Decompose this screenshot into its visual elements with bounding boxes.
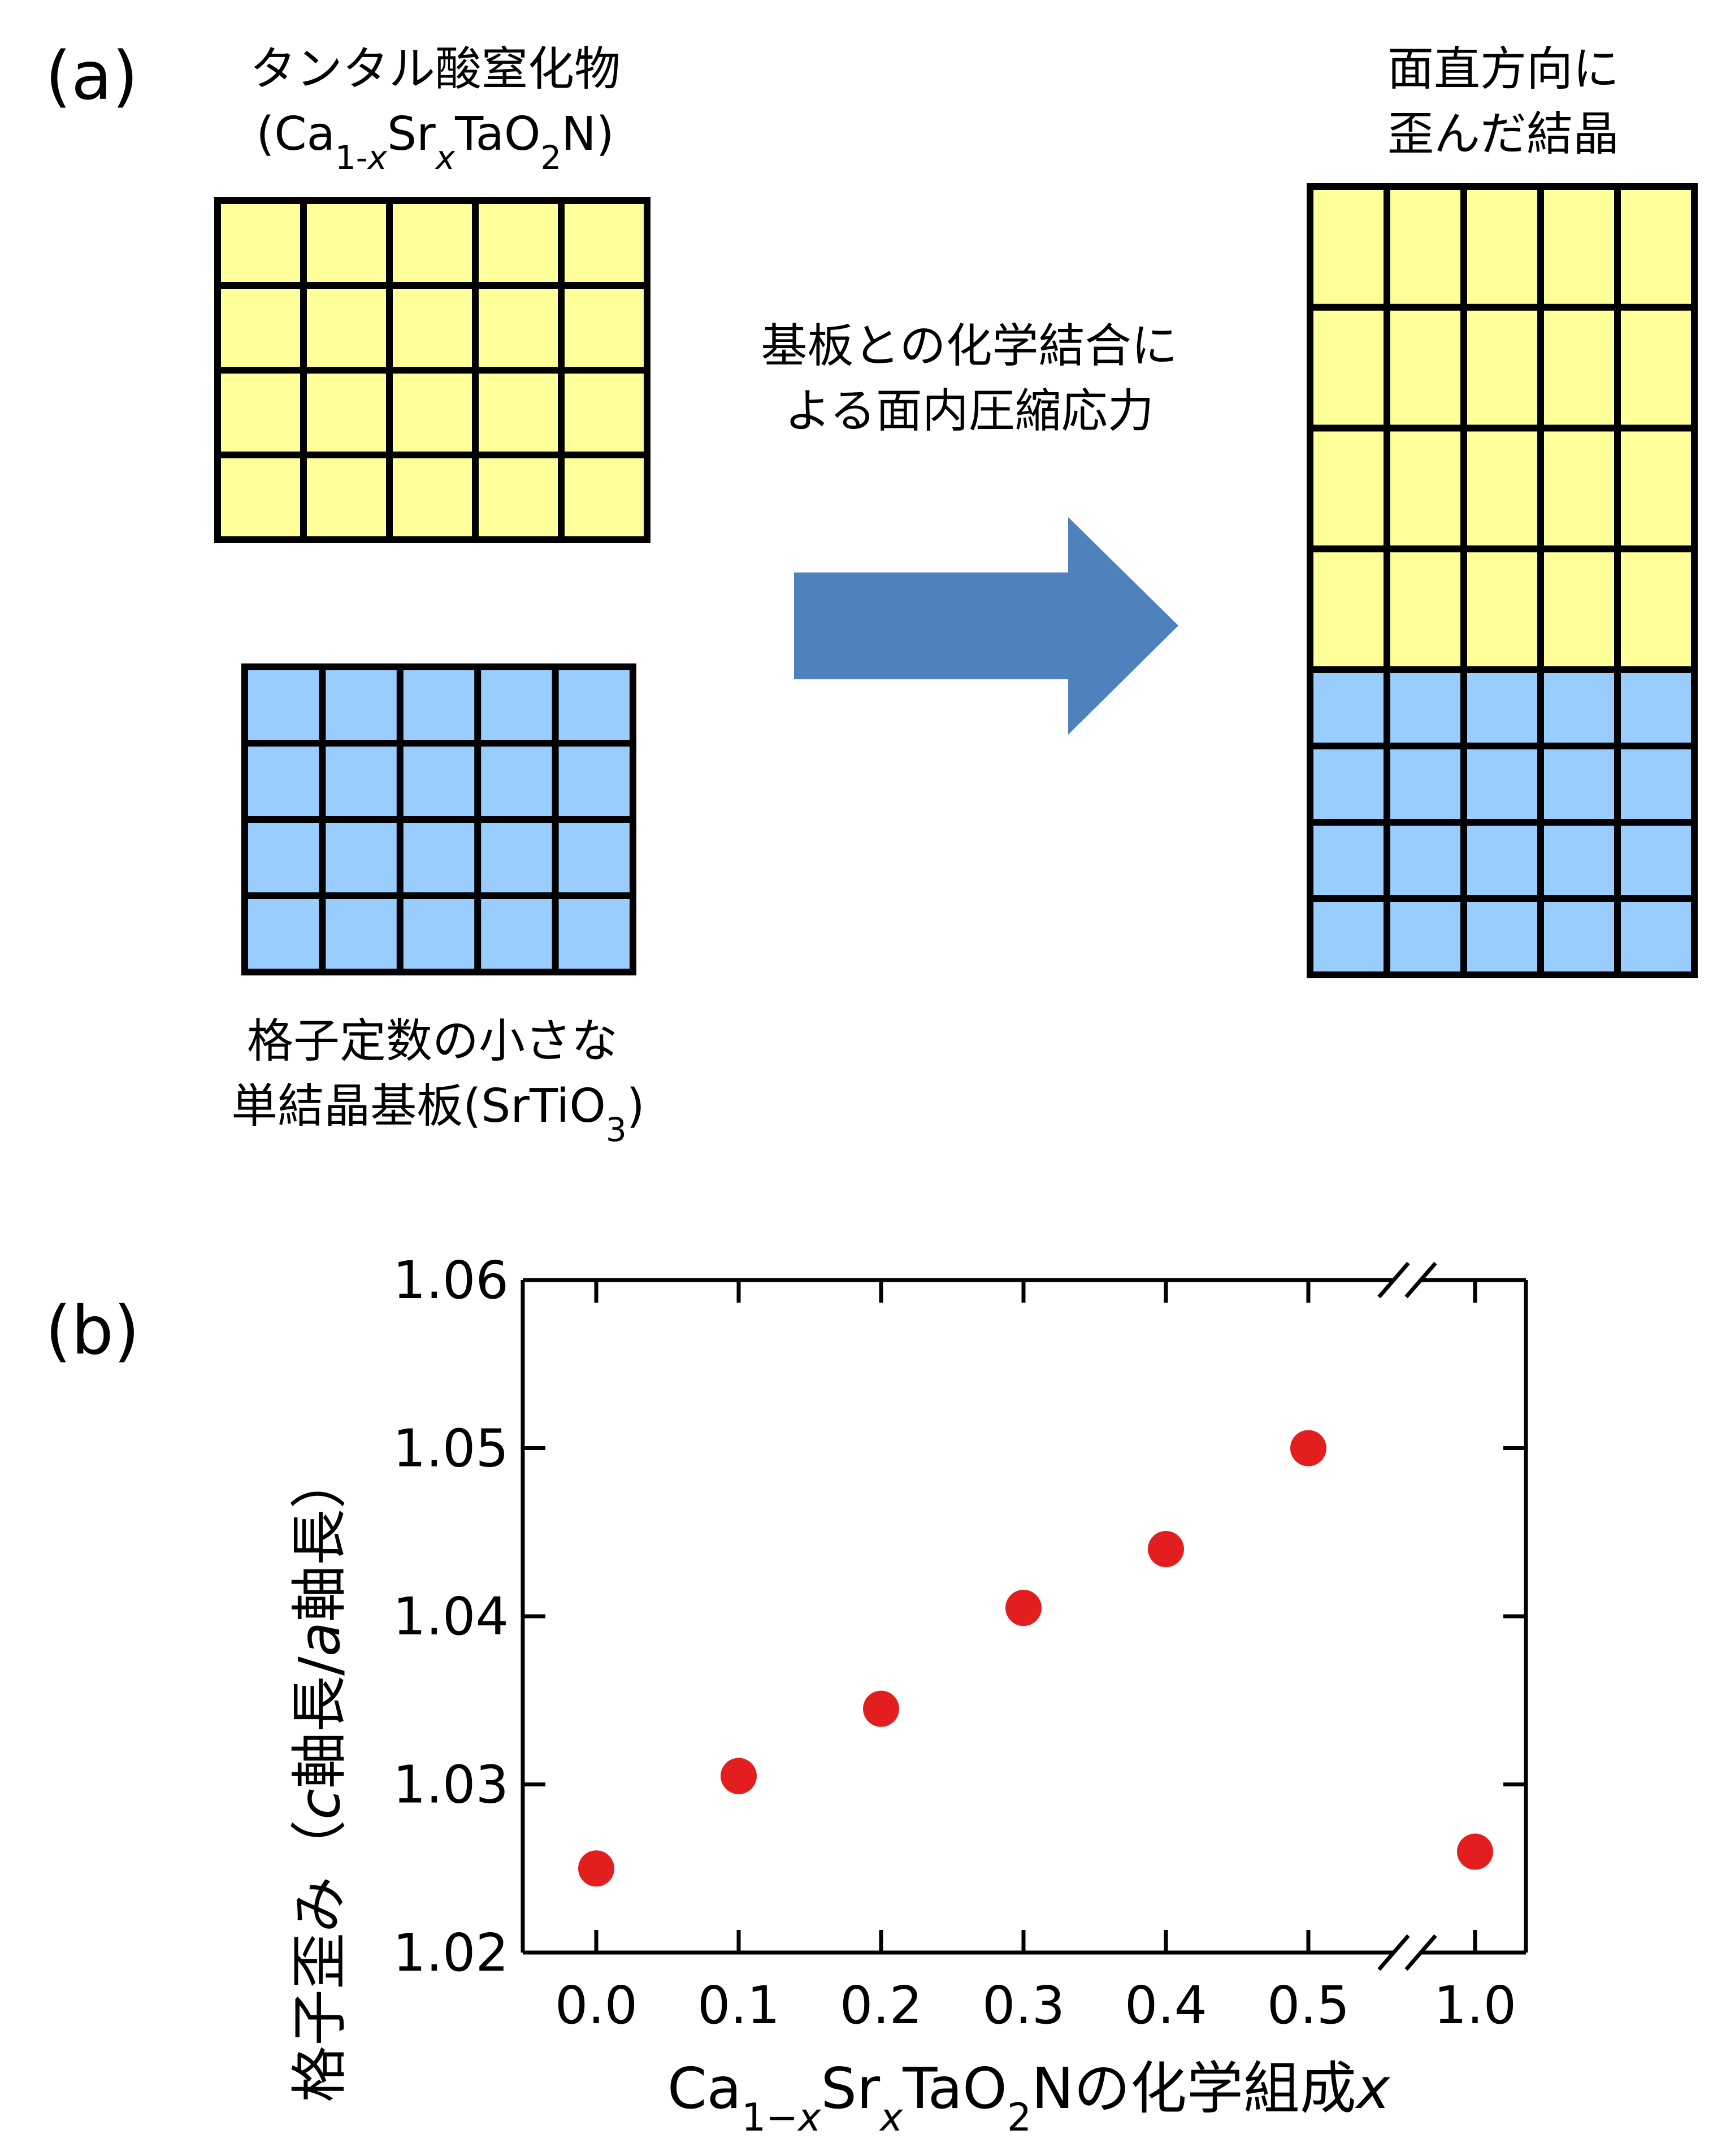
panel-a-label: (a) xyxy=(45,37,138,115)
panel-b-label: (b) xyxy=(45,1291,140,1369)
film-title: タンタル酸窒化物 xyxy=(250,42,621,96)
x-tick-label: 0.3 xyxy=(982,1975,1065,2036)
y-tick-label: 1.03 xyxy=(393,1755,509,1815)
x-tick-label: 1.0 xyxy=(1434,1975,1516,2036)
y-tick-label: 1.05 xyxy=(393,1418,509,1479)
arrow-text-line2: よる面内圧縮応力 xyxy=(784,384,1154,438)
x-tick-label: 0.1 xyxy=(697,1975,780,2036)
chart-data-points xyxy=(578,1430,1493,1887)
y-tick-label: 1.06 xyxy=(393,1250,509,1311)
axis-break-mark xyxy=(1404,1261,1437,1299)
strained-substrate-lattice-grid xyxy=(1307,666,1698,978)
data-point xyxy=(1005,1590,1042,1626)
chart-tick-labels: 1.02 1.03 1.04 1.05 1.06 0.0 0.1 0.2 0.3 0.4 0.5 1.… xyxy=(393,1250,1516,2036)
substrate-lattice-grid xyxy=(241,663,636,975)
film-lattice-grid xyxy=(214,197,650,543)
substrate-caption-line1: 格子定数の小さな xyxy=(247,1014,618,1068)
axis-break-mark xyxy=(1404,1934,1437,1971)
data-point xyxy=(578,1850,614,1887)
data-point xyxy=(1290,1430,1326,1467)
film-formula: (Ca1-xSrxTaO2N) xyxy=(256,107,614,177)
data-point xyxy=(1457,1833,1493,1870)
substrate-caption-line2: 単結晶基板(SrTiO3) xyxy=(231,1079,645,1149)
arrow-text-line1: 基板との化学結合に xyxy=(761,319,1177,373)
compression-arrow-icon xyxy=(794,517,1178,735)
data-point xyxy=(721,1758,757,1794)
strained-title-line2: 歪んだ結晶 xyxy=(1387,107,1619,161)
y-tick-label: 1.04 xyxy=(393,1586,509,1647)
x-tick-label: 0.5 xyxy=(1267,1975,1350,2036)
chart-axes xyxy=(521,1261,1528,1971)
data-point xyxy=(1148,1531,1184,1567)
x-axis-title: Ca1−xSrxTaO2Nの化学組成x xyxy=(667,2055,1391,2140)
x-tick-label: 0.4 xyxy=(1125,1975,1207,2036)
x-tick-label: 0.0 xyxy=(555,1975,638,2036)
strained-film-lattice-grid xyxy=(1307,183,1698,673)
axis-break-mark xyxy=(1377,1934,1410,1971)
data-point xyxy=(863,1690,899,1727)
axis-break-mark xyxy=(1377,1261,1410,1299)
x-tick-label: 0.2 xyxy=(840,1975,922,2036)
y-axis-title: 格子歪み（c軸長/a軸長） xyxy=(287,1452,353,2102)
y-tick-label: 1.02 xyxy=(393,1923,509,1983)
strained-title-line1: 面直方向に xyxy=(1387,42,1619,96)
